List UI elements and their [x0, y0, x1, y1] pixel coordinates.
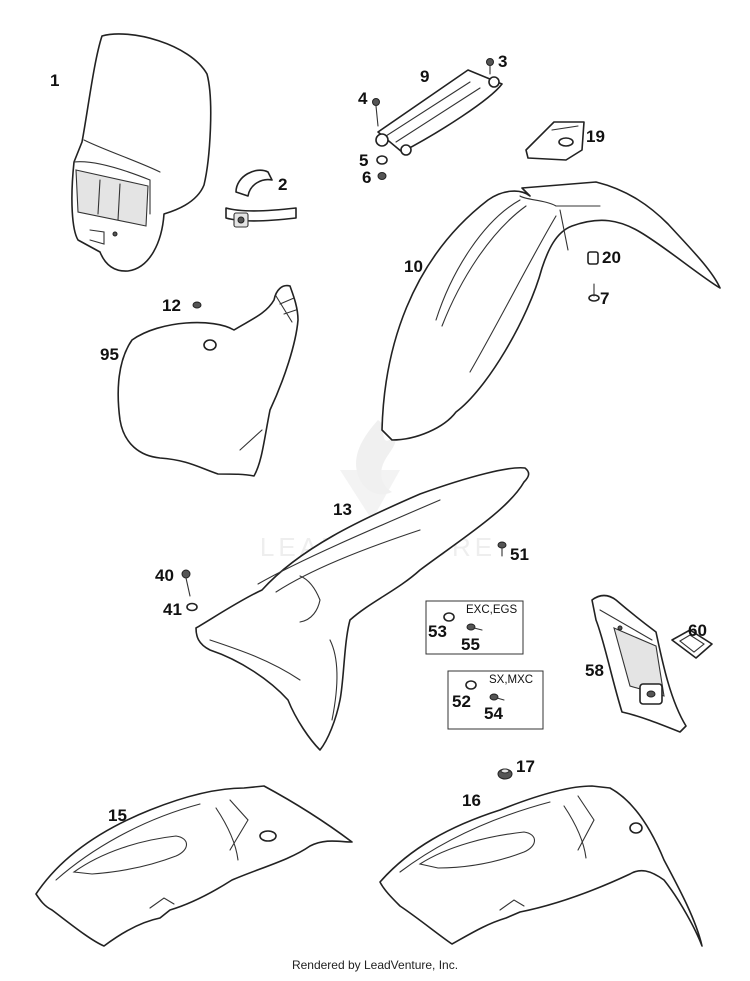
callout-95: 95	[100, 345, 119, 364]
callout-15: 15	[108, 806, 127, 825]
callout-2: 2	[278, 175, 287, 194]
nut-6-part[interactable]	[377, 172, 387, 180]
callout-52: 52	[452, 692, 471, 711]
callout-16: 16	[462, 791, 481, 810]
callout-41: 41	[163, 600, 182, 619]
callout-9: 9	[420, 67, 429, 86]
mud-flap-part[interactable]	[591, 594, 687, 733]
tank-shroud-15-part[interactable]	[35, 785, 353, 947]
variant-note-sx-mxc: SX,MXC	[489, 674, 533, 686]
watermark-logo	[340, 420, 400, 520]
callout-10: 10	[404, 257, 423, 276]
callout-51: 51	[510, 545, 529, 564]
callout-7: 7	[600, 289, 609, 308]
washer-41-part[interactable]	[186, 602, 198, 612]
callout-3: 3	[498, 52, 507, 71]
callout-19: 19	[586, 127, 605, 146]
gasket-60-part[interactable]	[671, 629, 713, 659]
washer-5-part[interactable]	[376, 155, 388, 165]
clamp-part[interactable]	[225, 169, 297, 228]
screw-51-part[interactable]	[497, 541, 507, 557]
number-plate-part[interactable]	[117, 284, 299, 477]
front-fender-part[interactable]	[381, 181, 721, 441]
rear-fender-part[interactable]	[195, 466, 530, 751]
callout-20: 20	[602, 248, 621, 267]
callout-5: 5	[359, 151, 368, 170]
callout-60: 60	[688, 621, 707, 640]
screw-3-part[interactable]	[486, 58, 494, 75]
callout-6: 6	[362, 168, 371, 187]
screw-7-part[interactable]	[588, 283, 600, 302]
variant-note-exc-egs: EXC,EGS	[466, 604, 517, 616]
nut-20-part[interactable]	[587, 251, 599, 265]
callout-55: 55	[461, 635, 480, 654]
screw-12-part[interactable]	[192, 301, 202, 309]
footer-credit: Rendered by LeadVenture, Inc.	[291, 958, 459, 972]
callout-58: 58	[585, 661, 604, 680]
callout-53: 53	[428, 622, 447, 641]
variant-box-sx-mxc	[447, 670, 544, 730]
bracket-19-part[interactable]	[525, 121, 585, 161]
callout-54: 54	[484, 704, 503, 723]
callout-40: 40	[155, 566, 174, 585]
callout-4: 4	[358, 89, 368, 108]
callout-17: 17	[516, 757, 535, 776]
variant-box-exc-egs	[425, 600, 524, 655]
screw-4-part[interactable]	[372, 98, 380, 127]
tank-shroud-16-part[interactable]	[379, 785, 703, 947]
bracket-part[interactable]	[375, 69, 503, 156]
grommet-17-part[interactable]	[497, 768, 513, 780]
callout-1: 1	[50, 71, 59, 90]
screw-40-part[interactable]	[181, 569, 191, 597]
headlight-mask-part[interactable]	[71, 33, 212, 272]
callout-13: 13	[333, 500, 352, 519]
callout-12: 12	[162, 296, 181, 315]
